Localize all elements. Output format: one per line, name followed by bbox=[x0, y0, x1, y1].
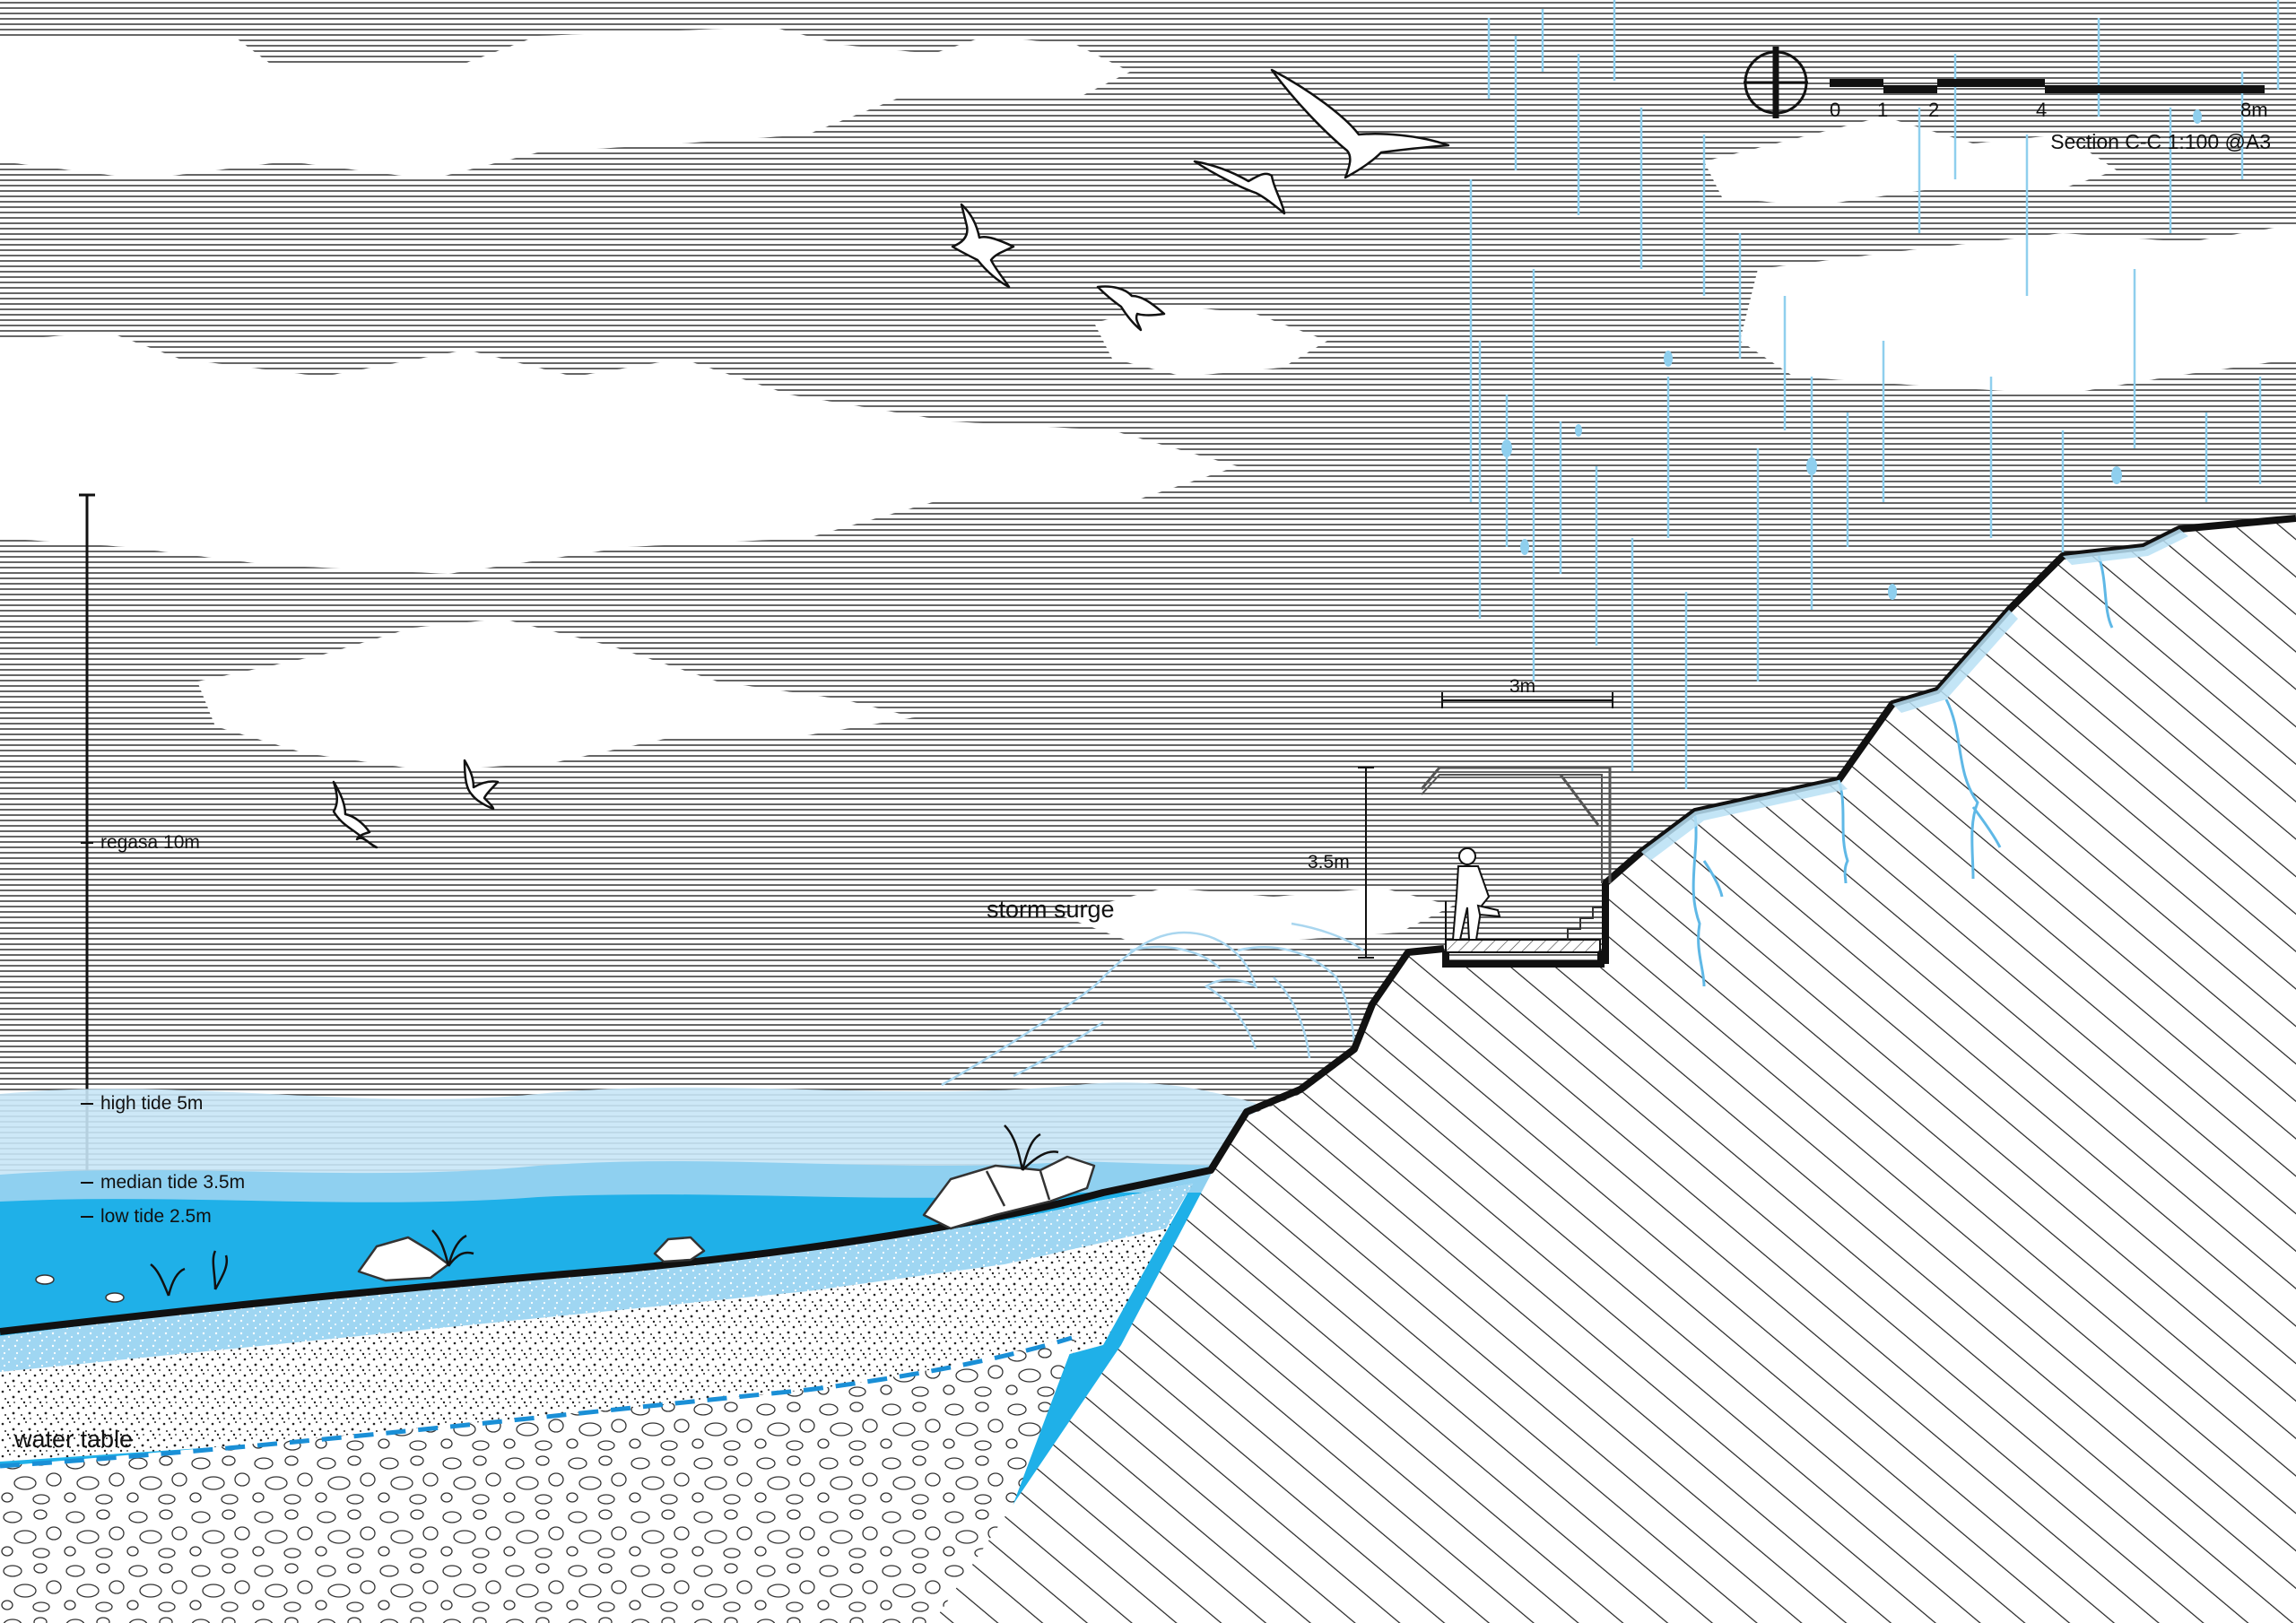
dimension-height bbox=[1358, 767, 1374, 959]
level-median-tide: median tide 3.5m bbox=[100, 1172, 245, 1193]
rain-streaks bbox=[1469, 0, 2280, 789]
seaweed bbox=[150, 1124, 1059, 1297]
bird-icon bbox=[951, 203, 1015, 289]
bird-icon bbox=[1270, 68, 1450, 179]
boulders bbox=[357, 1155, 1096, 1282]
shelter-height-label: 3.5m bbox=[1308, 852, 1350, 872]
north-arrow-icon bbox=[1744, 47, 1808, 118]
pebble-layer bbox=[0, 1336, 1076, 1623]
bird-icon bbox=[1193, 160, 1286, 215]
clouds bbox=[0, 27, 2296, 942]
dimension-width bbox=[1441, 692, 1613, 708]
scale-bar: 0 1 2 4 8m Section C-C 1:100 @A3 bbox=[1830, 79, 2271, 153]
scale-tick-0: 0 bbox=[1830, 99, 1840, 121]
cliff-water-cracks bbox=[1692, 555, 2114, 987]
bird-icon bbox=[463, 759, 500, 811]
bird-icon bbox=[332, 780, 378, 849]
level-low-tide: low tide 2.5m bbox=[100, 1206, 212, 1227]
scale-tick-4: 4 bbox=[2036, 99, 2047, 121]
shelter bbox=[1420, 766, 1612, 968]
bird-icon bbox=[1096, 285, 1166, 332]
scale-tick-1: 1 bbox=[1877, 99, 1888, 121]
water-table-label: water table bbox=[13, 1426, 133, 1453]
person-icon bbox=[1451, 847, 1501, 941]
wet-sand bbox=[0, 1184, 1193, 1372]
level-high-tide: high tide 5m bbox=[100, 1093, 203, 1114]
fish bbox=[35, 1274, 125, 1303]
shelter-width-label: 3m bbox=[1509, 676, 1535, 697]
storm-surge-label: storm surge bbox=[987, 896, 1115, 923]
rain-drops bbox=[1501, 109, 2202, 600]
elevation-ticks bbox=[81, 842, 93, 1218]
birds bbox=[332, 68, 1450, 849]
cliff-runoff bbox=[1641, 529, 2188, 861]
storm-surge-wave bbox=[941, 922, 1364, 1087]
scale-tick-2: 2 bbox=[1928, 99, 1939, 121]
level-regasa: regasa 10m bbox=[100, 832, 200, 853]
water-table-line bbox=[0, 1335, 1073, 1469]
section-caption: Section C-C 1:100 @A3 bbox=[2050, 130, 2271, 153]
cliff-rock bbox=[933, 520, 2296, 1623]
ground-line bbox=[0, 945, 1445, 1335]
scale-tick-8m: 8m bbox=[2240, 99, 2268, 121]
